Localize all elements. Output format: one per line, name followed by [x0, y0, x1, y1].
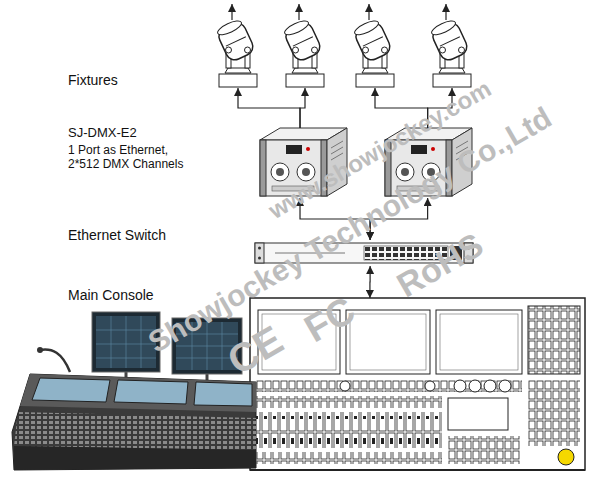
row-label: Fixtures	[68, 72, 118, 89]
row-label: Ethernet Switch	[68, 227, 166, 244]
connector-arrow	[369, 266, 370, 298]
connector-arrow	[238, 88, 300, 128]
fixture-node	[280, 16, 330, 88]
connector-arrow	[300, 88, 305, 128]
console-photo	[12, 312, 256, 470]
device-spec: 1 Port as Ethernet, 2*512 DMX Channels	[68, 143, 196, 172]
fixture-node	[427, 16, 477, 88]
fixture-node	[350, 16, 400, 88]
console-node	[250, 298, 585, 470]
cert-mark: RoHS	[390, 224, 491, 306]
row-label: Main Console	[68, 287, 154, 304]
console-schematic	[250, 298, 585, 470]
fixture-node	[213, 16, 263, 88]
device-label: SJ-DMX-E2	[68, 125, 137, 141]
fixture-drawings	[215, 4, 471, 87]
